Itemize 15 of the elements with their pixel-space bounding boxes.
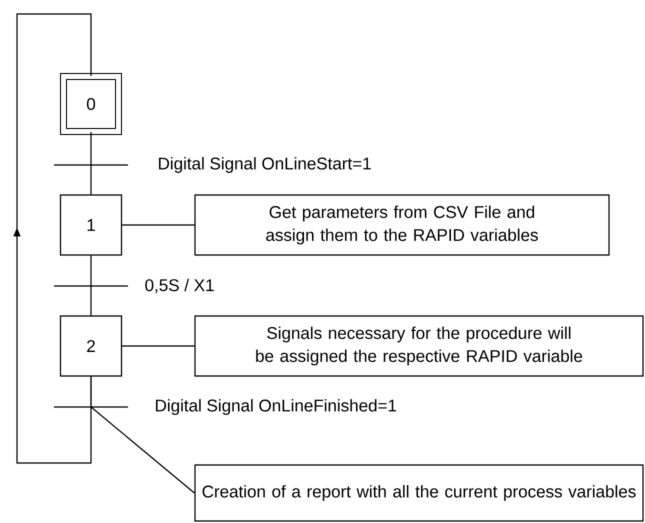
step-box: 1 [60, 194, 122, 256]
transition-condition: Digital Signal OnLineStart=1 [156, 156, 373, 174]
connector-line [90, 256, 92, 316]
connector-line [13, 13, 92, 464]
action-box: Signals necessary for the procedure will be assigned the respective RAPID variable [194, 315, 644, 377]
transition-condition: Digital Signal OnLineFinished=1 [154, 398, 398, 416]
transition-condition: 0,5S / X1 [144, 278, 216, 294]
step-box: 2 [60, 315, 122, 377]
initial-step-box: 0 [60, 73, 122, 135]
connector-line [90, 376, 195, 494]
connector-line [122, 345, 194, 347]
action-box: Creation of a report with all the current process variables [194, 464, 644, 522]
action-box: Get parameters from CSV File and assign them to the RAPID variables [194, 194, 610, 256]
connector-line [90, 132, 92, 194]
connector-line [122, 224, 194, 226]
